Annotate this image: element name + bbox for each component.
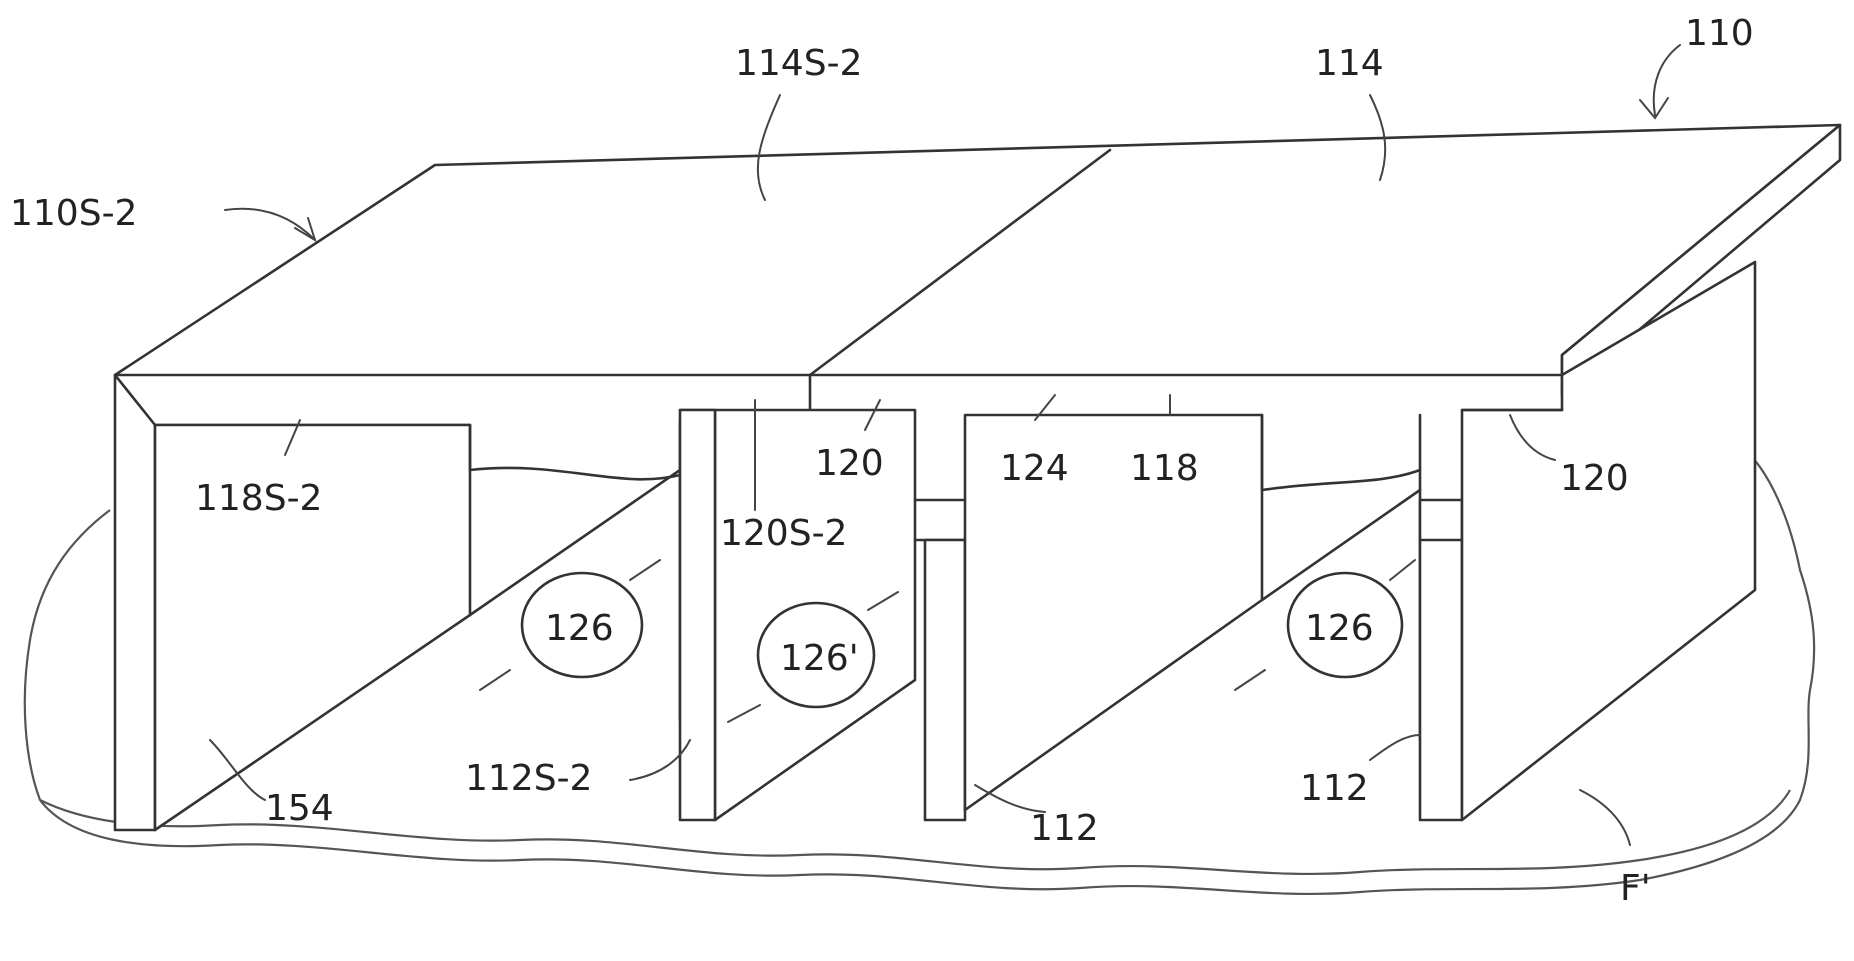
leader-126b-up [1390, 560, 1415, 580]
label-F: F' [1620, 868, 1651, 909]
label-120a: 120 [815, 443, 884, 484]
post-112-middle [925, 540, 965, 820]
panel-126-left [470, 420, 680, 479]
label-126p: 126' [780, 638, 859, 679]
label-112b: 112 [1300, 768, 1369, 809]
panel-126-right-diag [1262, 490, 1420, 600]
label-118s2: 118S-2 [195, 478, 322, 519]
leader-110s2 [225, 209, 315, 240]
leader-F [1580, 790, 1630, 845]
label-110: 110 [1685, 13, 1754, 54]
label-114: 114 [1315, 43, 1384, 84]
leader-126a-up [630, 560, 660, 580]
label-126a: 126 [545, 608, 614, 649]
left-end-wall [115, 375, 155, 830]
leader-126a-down [480, 670, 510, 690]
label-118: 118 [1130, 448, 1199, 489]
label-120b: 120 [1560, 458, 1629, 499]
leader-126b-down [1235, 670, 1265, 690]
label-124: 124 [1000, 448, 1069, 489]
label-126b: 126 [1305, 608, 1374, 649]
label-110s2: 110S-2 [10, 193, 137, 234]
label-154: 154 [265, 788, 334, 829]
label-120s2: 120S-2 [720, 513, 847, 554]
label-114s2: 114S-2 [735, 43, 862, 84]
leader-110 [1654, 45, 1680, 115]
web-120s2-front [680, 410, 715, 820]
panel-126-left-diag [470, 470, 680, 615]
panel-126-right [1262, 415, 1420, 490]
label-112s2: 112S-2 [465, 758, 592, 799]
label-112a: 112 [1030, 808, 1099, 849]
leader-112b [1370, 735, 1420, 760]
post-112-right [1420, 500, 1462, 820]
